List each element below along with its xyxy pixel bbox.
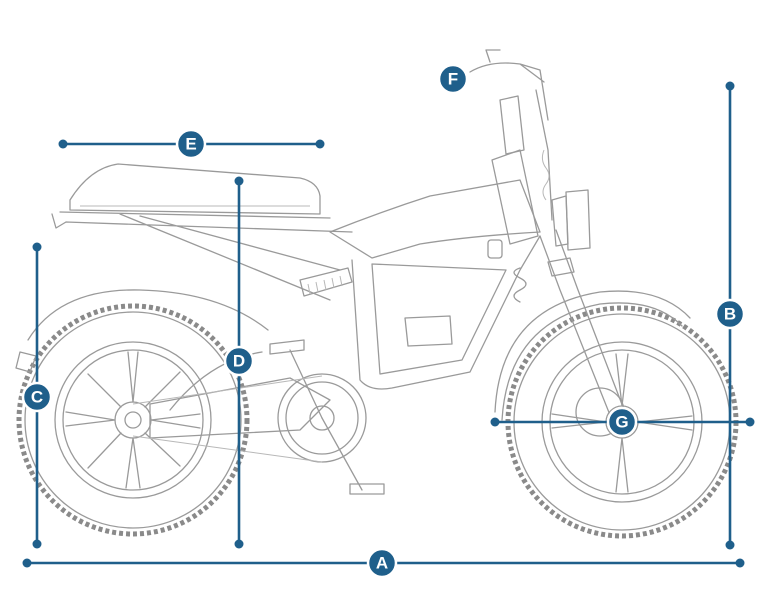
rear-wheel bbox=[16, 303, 250, 537]
dimension-a: A bbox=[22, 547, 745, 579]
badge-d: D bbox=[223, 345, 255, 377]
badge-a-label: A bbox=[376, 554, 388, 573]
dimension-g: G bbox=[490, 406, 755, 438]
badge-a: A bbox=[366, 547, 398, 579]
badge-f-label: F bbox=[448, 70, 458, 89]
dimension-d: D bbox=[223, 176, 255, 549]
badge-e: E bbox=[175, 128, 207, 160]
badge-c: C bbox=[21, 381, 53, 413]
badge-b-label: B bbox=[724, 305, 736, 324]
badge-g: G bbox=[606, 406, 638, 438]
badge-f: F bbox=[437, 63, 469, 95]
badge-e-label: E bbox=[185, 135, 196, 154]
dimension-e: E bbox=[58, 128, 325, 160]
dimension-c: C bbox=[21, 242, 53, 549]
dimension-b: B bbox=[714, 81, 746, 550]
badge-b: B bbox=[714, 298, 746, 330]
badge-g-label: G bbox=[615, 413, 628, 432]
badge-d-label: D bbox=[233, 352, 245, 371]
badge-c-label: C bbox=[31, 388, 43, 407]
bicycle-outline-icon bbox=[15, 49, 739, 539]
